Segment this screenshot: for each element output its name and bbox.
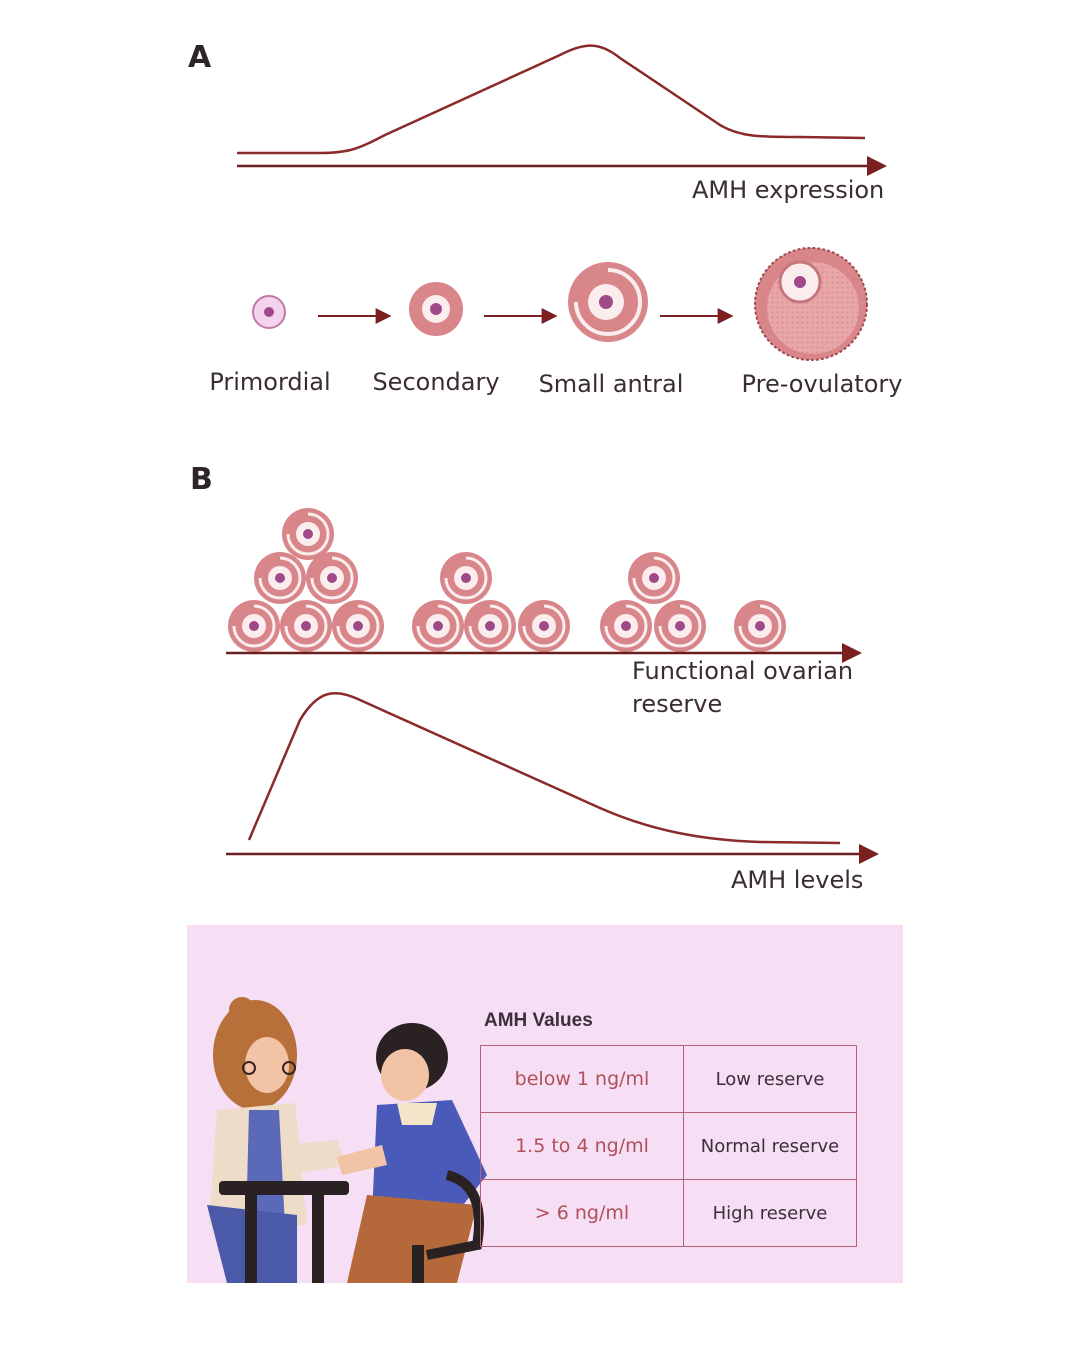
functional-reserve-label-line2: reserve <box>632 690 723 718</box>
follicle-icon <box>464 600 516 652</box>
follicle-icon <box>332 600 384 652</box>
reserve-cell: Low reserve <box>683 1045 857 1113</box>
follicle-icon <box>228 600 280 652</box>
amh-levels-label: AMH levels <box>731 866 864 894</box>
amh-levels-curve <box>247 691 841 845</box>
functional-reserve-label-line1: Functional ovarian <box>632 657 854 685</box>
reserve-cell: High reserve <box>683 1179 857 1247</box>
follicle-icon <box>282 508 334 560</box>
small-antral-follicle-icon <box>568 262 648 342</box>
follicle-icon <box>600 600 652 652</box>
amh-values-title: AMH Values <box>484 1010 593 1031</box>
secondary-follicle-icon <box>409 282 463 336</box>
follicle-icon <box>254 552 306 604</box>
amh-value-cell: 1.5 to 4 ng/ml <box>480 1112 684 1180</box>
table-row: > 6 ng/ml High reserve <box>480 1179 857 1247</box>
follicle-icon <box>440 552 492 604</box>
amh-value-cell: below 1 ng/ml <box>480 1045 684 1113</box>
stage-label-secondary: Secondary <box>372 368 500 396</box>
stage-label-small-antral: Small antral <box>538 370 684 398</box>
primordial-follicle-icon <box>252 295 286 329</box>
amh-values-box: AMH Values below 1 ng/ml Low reserve 1.5… <box>187 925 903 1283</box>
follicle-cluster-large <box>228 508 786 652</box>
amh-expression-curve <box>237 44 866 155</box>
amh-value-cell: > 6 ng/ml <box>480 1179 684 1247</box>
reserve-cell: Normal reserve <box>683 1112 857 1180</box>
stage-label-primordial: Primordial <box>209 368 331 396</box>
doctor-patient-illustration <box>207 997 487 1283</box>
table-row: 1.5 to 4 ng/ml Normal reserve <box>480 1112 857 1180</box>
panel-a-letter: A <box>188 40 212 75</box>
follicle-icon <box>412 600 464 652</box>
panel-b-letter: B <box>190 462 213 497</box>
follicle-icon <box>306 552 358 604</box>
pre-ovulatory-follicle-icon <box>754 247 868 361</box>
amh-values-table: below 1 ng/ml Low reserve 1.5 to 4 ng/ml… <box>480 1045 857 1247</box>
follicle-icon <box>628 552 680 604</box>
follicle-icon <box>280 600 332 652</box>
stage-label-pre-ovulatory: Pre-ovulatory <box>741 370 903 398</box>
follicle-icon <box>654 600 706 652</box>
table-row: below 1 ng/ml Low reserve <box>480 1045 857 1113</box>
amh-expression-label: AMH expression <box>692 176 885 204</box>
follicle-icon <box>518 600 570 652</box>
follicle-icon <box>734 600 786 652</box>
